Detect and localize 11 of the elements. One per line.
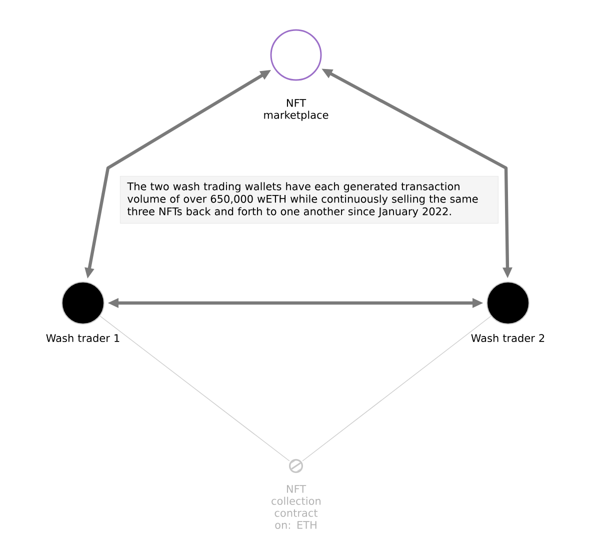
connector-line <box>100 316 290 462</box>
marketplace-circle <box>270 29 322 81</box>
wallet-circle <box>62 282 104 324</box>
node-label: NFT collection contract on: ETH <box>272 485 320 529</box>
node-label: Wash trader 2 <box>471 334 544 342</box>
node-label: Wash trader 1 <box>46 334 120 342</box>
node-label: NFT marketplace <box>264 99 328 121</box>
connector-line <box>302 316 492 462</box>
wallet-circle <box>486 282 530 324</box>
note-box: The two wash trading wallets have each generated transaction volume of over 650,000 wETH while continuously selling the same three NFTs back and forth to one another since January 2022. <box>120 176 498 224</box>
token-icon <box>289 459 303 473</box>
